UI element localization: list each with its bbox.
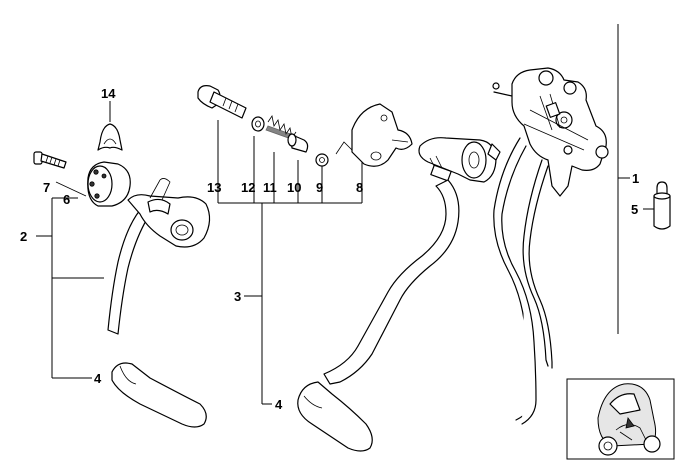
callout-11: 11	[263, 180, 277, 195]
callout-4-left: 4	[94, 371, 102, 386]
callout-3: 3	[234, 289, 241, 304]
middle-pedal-arm	[323, 137, 501, 385]
brake-cables	[493, 137, 553, 425]
left-pedal-arm	[107, 178, 211, 335]
clip-part	[97, 123, 123, 151]
long-bolt-part	[197, 85, 247, 119]
callout-2: 2	[20, 229, 27, 244]
callout-10: 10	[287, 180, 301, 195]
callout-7: 7	[43, 180, 50, 195]
callout-1-bracket	[617, 24, 630, 334]
bolt-part	[33, 151, 67, 169]
vehicle-thumbnail	[566, 378, 675, 460]
left-pedal-pad	[111, 362, 207, 428]
callout-7-leader	[55, 181, 87, 197]
bushing-part	[87, 161, 131, 207]
callout-14: 14	[101, 86, 116, 101]
washer-part	[251, 116, 265, 132]
callout-6: 6	[63, 192, 70, 207]
callout-2-bracket	[36, 197, 104, 379]
callout-8: 8	[356, 180, 363, 195]
callout-13: 13	[207, 180, 221, 195]
brake-lever-assembly	[492, 67, 609, 197]
small-cylinder-part	[653, 181, 671, 230]
callout-1: 1	[632, 171, 639, 186]
sleeve-part	[287, 133, 309, 153]
middle-pedal-pad	[297, 381, 373, 452]
ring-part	[315, 153, 329, 167]
callout-3-bracket	[217, 120, 363, 405]
bracket-plate-part	[335, 103, 413, 167]
callout-9: 9	[316, 180, 323, 195]
callout-4-middle: 4	[275, 397, 283, 412]
callout-12: 12	[241, 180, 255, 195]
callout-5: 5	[631, 202, 638, 217]
